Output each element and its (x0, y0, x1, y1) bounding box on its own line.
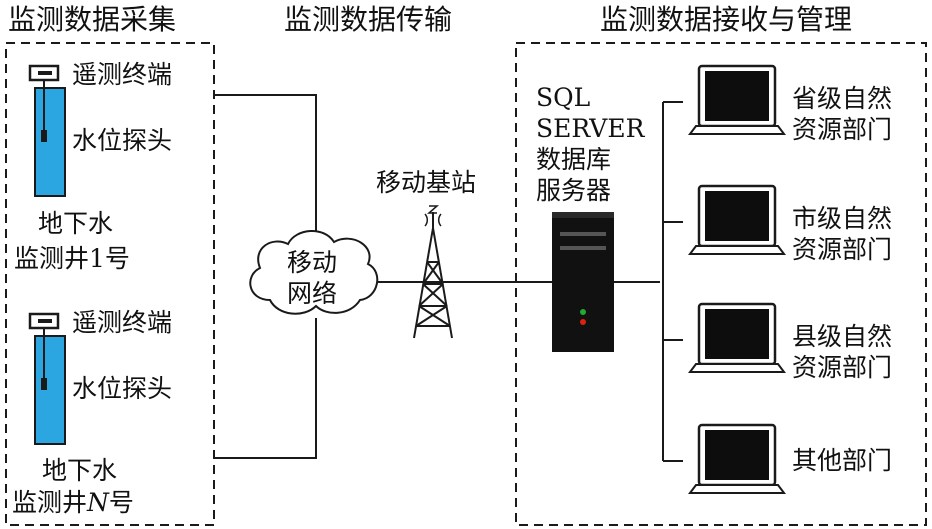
laptop-icon (688, 423, 786, 494)
section-title-transmission: 监测数据传输 (284, 3, 453, 36)
section-title-collection: 监测数据采集 (8, 3, 177, 36)
well-1-graphic (28, 64, 66, 197)
laptop-icon (688, 64, 786, 135)
well-n-link (214, 318, 317, 459)
radio-tower-icon (413, 205, 453, 339)
mobile-network-label: 移动 网络 (287, 248, 338, 308)
department-municipal-label: 市级自然 资源部门 (792, 204, 893, 264)
water-level-probe-label: 水位探头 (72, 374, 173, 403)
section-title-management: 监测数据接收与管理 (600, 3, 853, 36)
well-n-graphic (28, 312, 66, 445)
water-level-probe-label: 水位探头 (72, 126, 173, 155)
laptop-icon (688, 184, 786, 255)
laptop-icon (688, 302, 786, 373)
department-other-label: 其他部门 (792, 446, 893, 475)
cloud-icon (249, 229, 379, 315)
base-station-label: 移动基站 (376, 168, 477, 197)
department-provincial-label: 省级自然 资源部门 (792, 84, 893, 144)
well-1-name-line1: 地下水 (38, 209, 114, 238)
management-frame (515, 42, 927, 526)
well-1-name-line2: 监测井1号 (14, 244, 130, 273)
well-1-link (214, 94, 317, 238)
well-n-name-line2: 监测井N号 (12, 488, 134, 517)
water-level-probe-icon (34, 87, 66, 197)
server-icon (552, 212, 614, 352)
well-n-name-line1: 地下水 (42, 456, 118, 485)
water-level-probe-icon (34, 335, 66, 445)
server-label: SQL SERVER 数据库 服务器 (536, 83, 645, 205)
telemetry-terminal-label: 遥测终端 (72, 60, 173, 89)
connection-lines (214, 94, 683, 462)
telemetry-terminal-label: 遥测终端 (72, 308, 173, 337)
department-county-label: 县级自然 资源部门 (792, 322, 893, 382)
